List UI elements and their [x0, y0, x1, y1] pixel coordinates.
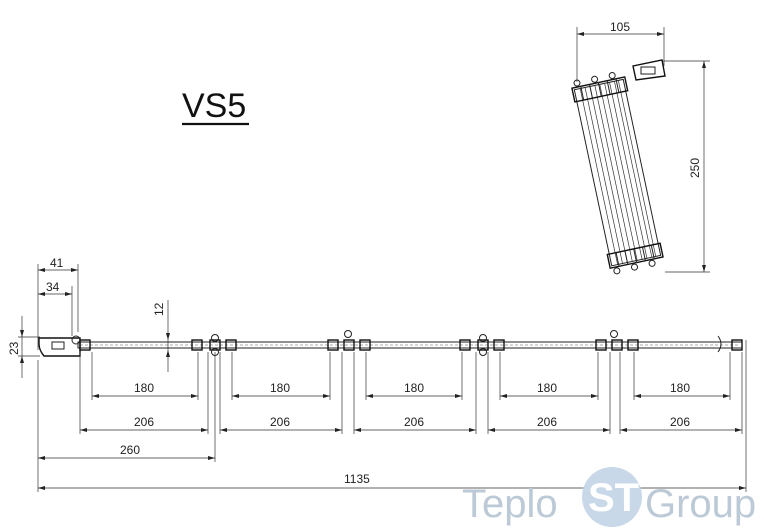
outer-span-5: 206: [670, 415, 690, 429]
inner-span-3: 180: [404, 381, 424, 395]
watermark-part3: Group: [645, 482, 756, 526]
side-bars: [571, 72, 664, 275]
inner-span-5: 180: [670, 381, 690, 395]
outer-span-1: 206: [134, 415, 154, 429]
watermark-part1: Teplo: [462, 482, 558, 526]
inner-span-1: 180: [134, 381, 154, 395]
total-length-dim: 1135: [344, 472, 370, 486]
outer-span-3: 206: [404, 415, 424, 429]
outer-span-4: 206: [537, 415, 557, 429]
segment-joints: [79, 330, 743, 356]
height-dim: 23: [7, 341, 21, 355]
side-width-dim: 105: [610, 20, 630, 34]
offset-dim: 12: [152, 302, 166, 316]
bracket-outer-dim: 41: [50, 256, 64, 270]
extension-lines: [37, 340, 747, 492]
watermark-logo: Teplo ST Group: [462, 467, 756, 527]
inner-span-4: 180: [537, 381, 557, 395]
outer-span-dims: 206 206 206 206 206: [80, 415, 742, 432]
wall-bracket: [632, 59, 666, 81]
inner-span-2: 180: [270, 381, 290, 395]
inner-span-dims: 180 180 180 180 180: [92, 381, 730, 398]
bracket-inner-dim: 34: [46, 280, 60, 294]
drawing-title: VS5: [182, 87, 246, 125]
watermark-badge: [582, 467, 642, 527]
front-view: 41 34 23 12: [7, 256, 747, 492]
side-height-dim: 250: [688, 158, 702, 178]
left-bracket: [38, 337, 81, 357]
outer-span-2: 206: [270, 415, 290, 429]
first-support-dim: 260: [120, 443, 140, 457]
watermark-part2: ST: [588, 476, 639, 520]
side-view: 105 250: [571, 20, 710, 275]
